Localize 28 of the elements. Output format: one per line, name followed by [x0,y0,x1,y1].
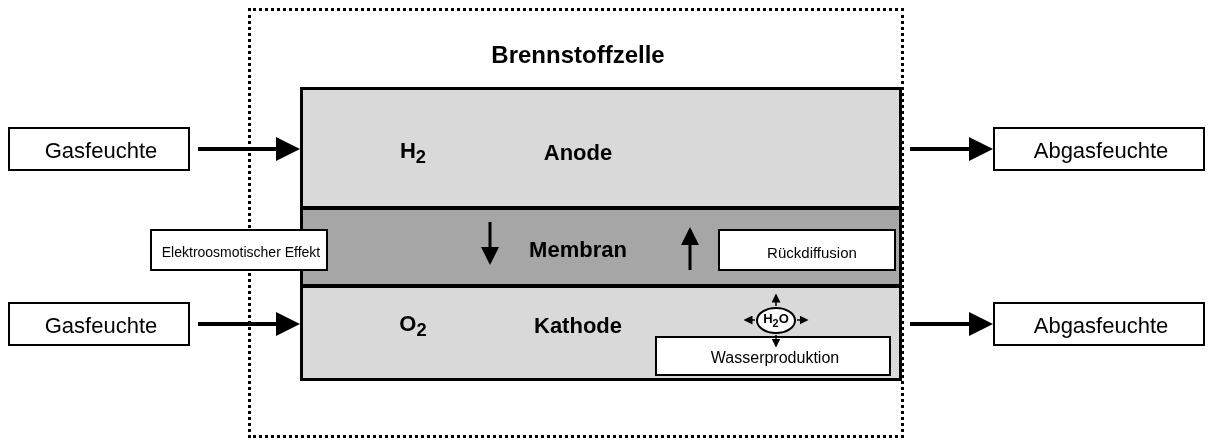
layer-label: Anode [543,140,613,166]
input-box [8,127,190,171]
anode-layer [300,87,902,209]
layer-label: Kathode [534,313,622,339]
layer-label: Membran [529,237,627,263]
frame-title: Brennstoffzelle [491,41,665,69]
arrow [910,137,993,161]
arrow [198,312,300,336]
cathode-layer [300,285,902,381]
box-label: Gasfeuchte [44,138,158,164]
molecule-label: H$_{2}$O [763,311,789,329]
box-label: Wasserproduktion [710,349,840,367]
process-box [655,336,891,376]
arrow [910,312,993,336]
water-molecule-node [756,307,796,334]
gas-label: H$_{2}$ [399,137,427,169]
box-label: Abgasfeuchte [1033,138,1169,164]
output-box [993,127,1205,171]
box-label: Elektroosmotischer Effekt [161,244,321,260]
gas-label: O$_{2}$ [399,310,427,342]
process-box [150,229,328,271]
process-box [718,229,896,271]
output-box [993,302,1205,346]
arrow [198,137,300,161]
box-label: Abgasfeuchte [1033,313,1169,339]
box-label: Rückdiffusion [767,243,857,261]
input-box [8,302,190,346]
box-label: Gasfeuchte [44,313,158,339]
